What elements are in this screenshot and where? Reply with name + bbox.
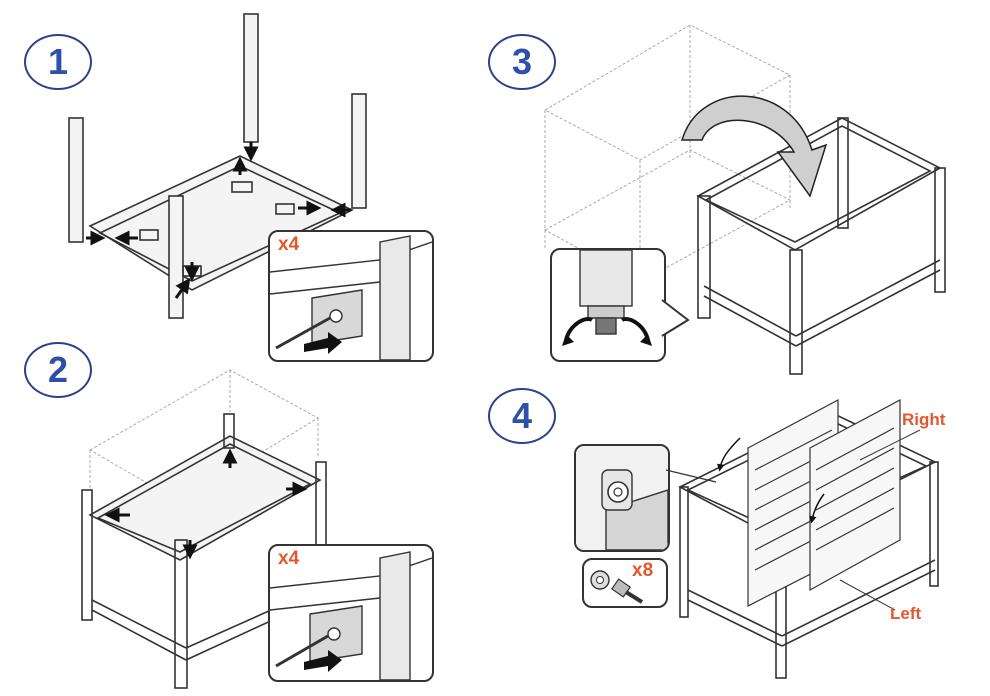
step1-arrows (86, 142, 351, 299)
label-right: Right (902, 410, 946, 429)
hardware-drawing (590, 570, 644, 604)
step2-arrows (104, 448, 308, 560)
rotate-arrow-icon (680, 95, 828, 198)
step-1-number: 1 (47, 41, 69, 82)
label-right-leader (859, 429, 921, 461)
step4-arrows (717, 437, 825, 524)
bracket-detail-drawing (270, 235, 432, 360)
step4-hardware-inset (582, 558, 668, 608)
leveling-foot-icon (562, 250, 652, 346)
step1-quantity: x4 (278, 234, 300, 255)
step2-quantity: x4 (278, 548, 300, 569)
step-3-number: 3 (511, 41, 533, 82)
step-3-badge: 3 (488, 34, 556, 90)
step4-detail-inset (574, 444, 670, 552)
label-left-leader (839, 579, 896, 611)
label-left: Left (890, 604, 922, 623)
step2-detail-inset (268, 544, 434, 682)
step-4-number: 4 (511, 395, 533, 436)
step4-quantity: x8 (632, 560, 654, 581)
step-1-badge: 1 (24, 34, 92, 90)
rail-mount-detail (576, 446, 668, 550)
bracket-detail-drawing-2 (270, 551, 432, 680)
bolt-icon (610, 578, 644, 604)
step-4-badge: 4 (488, 388, 556, 444)
step2-frame (81, 413, 327, 689)
step-2-number: 2 (47, 349, 69, 390)
step-2-badge: 2 (24, 342, 92, 398)
step1-detail-inset (268, 230, 434, 362)
step3-detail-inset (550, 248, 666, 362)
step3-dashed-frame (543, 24, 792, 300)
step4-rails (747, 399, 901, 607)
